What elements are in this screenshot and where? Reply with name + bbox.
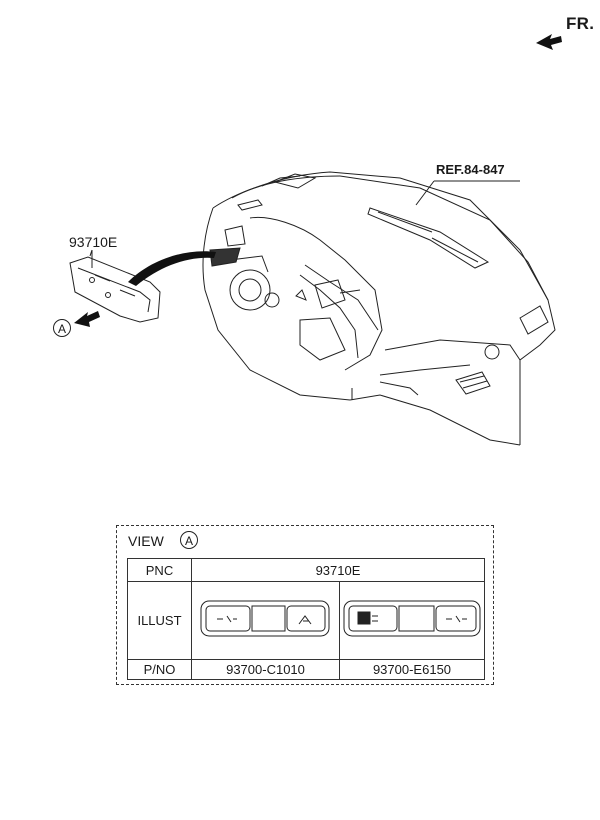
view-box: [116, 525, 494, 685]
view-marker: A: [53, 319, 71, 337]
view-title: VIEW: [128, 533, 164, 549]
illust-cell-2: [339, 581, 485, 660]
illust-cell-1: [191, 581, 340, 660]
direction-label: FR.: [566, 14, 595, 33]
dashboard-outline: [202, 171, 556, 446]
direction-arrow-icon: [536, 34, 562, 50]
pno-header: P/NO: [127, 659, 192, 680]
parts-table: PNC 93710E ILLUST: [127, 558, 485, 680]
switch-panel-illustration: [200, 600, 329, 637]
table-row: PNC 93710E: [127, 558, 485, 582]
switch-part-sketch: [69, 249, 161, 323]
view-title-marker: A: [180, 531, 198, 549]
pnc-header: PNC: [127, 558, 192, 582]
switch-panel-illustration: [343, 600, 481, 637]
reference-pointer: [415, 180, 435, 206]
view-arrow-icon: [74, 311, 100, 327]
location-pointer-arrow: [128, 251, 216, 286]
table-row: P/NO 93700-C1010 93700-E6150: [127, 659, 485, 680]
part-number-2: 93700-E6150: [339, 659, 485, 680]
reference-label: REF.84-847: [436, 162, 505, 177]
part-number-1: 93700-C1010: [191, 659, 340, 680]
illust-header: ILLUST: [127, 581, 192, 660]
table-row: ILLUST: [127, 581, 485, 660]
part-number-label: 93710E: [69, 234, 118, 250]
pnc-value: 93710E: [191, 558, 485, 582]
